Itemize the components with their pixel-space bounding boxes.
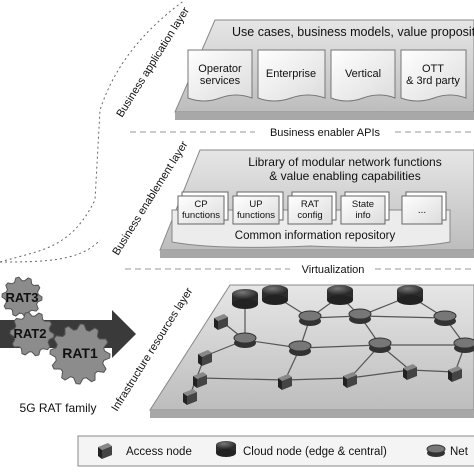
function-rat-config: RAT config — [287, 191, 337, 225]
app-doc-ott-line1: OTT — [422, 63, 444, 75]
function-state-info: State info — [340, 191, 390, 225]
network-node — [298, 310, 322, 326]
legend-box — [77, 435, 474, 467]
app-doc-vertical-line1: Vertical — [345, 68, 381, 80]
enable-header-1: Library of modular network functions — [248, 155, 441, 169]
business-application-layer: Use cases, business models, value propos… — [114, 5, 474, 120]
app-doc-enterprise: Enterprise — [257, 49, 326, 102]
function-state-line1: State — [352, 199, 374, 210]
infra-layer-edge — [150, 410, 474, 418]
network-node — [453, 337, 474, 353]
app-layer-edge — [175, 112, 474, 120]
cloud-node — [232, 289, 258, 309]
network-node — [368, 337, 392, 353]
function-cp-line1: CP — [194, 199, 207, 210]
enable-header-2: & value enabling capabilities — [269, 169, 420, 183]
function-up: UP functions — [232, 191, 284, 225]
legend-access-icon — [98, 443, 112, 459]
business-enablement-layer: Library of modular network functions & v… — [110, 139, 474, 258]
function-state-line2: info — [355, 210, 370, 221]
function-more-line1: ... — [418, 205, 426, 216]
legend-cloud-label: Cloud node (edge & central) — [243, 446, 387, 458]
access-node — [214, 314, 228, 330]
cloud-nodes — [232, 285, 423, 309]
virtualization-separator: Virtualization — [125, 264, 474, 276]
rat-family-label: 5G RAT family — [20, 401, 97, 415]
legend: Access node Cloud node (edge & central) … — [77, 435, 474, 467]
function-rat-line1: RAT — [301, 199, 319, 210]
function-rat-line2: config — [297, 210, 322, 221]
dotted-bracket-upper — [0, 0, 186, 263]
access-node — [403, 364, 417, 380]
cloud-node — [397, 285, 423, 305]
access-nodes — [183, 314, 462, 405]
cloud-node — [262, 285, 288, 305]
function-up-line2: functions — [237, 210, 275, 221]
cloud-node — [327, 285, 353, 305]
network-node — [433, 310, 457, 326]
function-cp: CP functions — [177, 191, 229, 225]
infrastructure-resources-layer: Infrastructure resources layer — [109, 284, 474, 418]
app-doc-operator-line2: services — [200, 75, 241, 87]
app-layer-header: Use cases, business models, value propos… — [232, 25, 474, 39]
legend-net-label: Net — [450, 446, 469, 458]
legend-access-label: Access node — [126, 446, 192, 458]
virtualization-label: Virtualization — [302, 264, 365, 276]
gear-rat2 — [9, 311, 55, 357]
network-node — [233, 332, 257, 348]
app-doc-enterprise-line1: Enterprise — [266, 68, 316, 80]
rat-family: RAT3 RAT2 RAT1 5G RAT family — [0, 276, 136, 415]
access-node — [448, 366, 462, 382]
function-up-line1: UP — [249, 199, 262, 210]
business-enabler-apis-separator: Business enabler APIs — [130, 127, 474, 139]
app-doc-ott-line2: & 3rd party — [406, 75, 460, 87]
enable-layer-edge — [160, 250, 474, 258]
gear-label-rat2: RAT2 — [14, 326, 47, 341]
access-node — [343, 372, 357, 388]
network-nodes — [233, 308, 474, 356]
access-node — [278, 374, 292, 390]
gear-rat3 — [1, 276, 43, 318]
legend-cloud-icon — [216, 441, 236, 457]
function-more: ... — [401, 191, 447, 225]
gear-label-rat1: RAT1 — [62, 345, 98, 361]
network-node — [348, 308, 372, 324]
access-node — [183, 389, 197, 405]
function-cp-line2: functions — [182, 210, 220, 221]
app-doc-operator-line1: Operator — [198, 63, 242, 75]
gear-label-rat3: RAT3 — [6, 290, 39, 305]
gear-rat1 — [49, 323, 111, 385]
app-doc-operator: Operator services — [187, 49, 253, 102]
dotted-bracket-lower — [0, 239, 101, 263]
app-doc-ott: OTT & 3rd party — [400, 49, 467, 102]
legend-network-icon — [426, 444, 446, 457]
access-node — [198, 350, 212, 366]
access-node — [193, 372, 207, 388]
network-node — [288, 340, 312, 356]
common-repository-label: Common information repository — [235, 230, 396, 242]
app-doc-vertical: Vertical — [330, 49, 396, 102]
apis-label: Business enabler APIs — [270, 127, 381, 139]
